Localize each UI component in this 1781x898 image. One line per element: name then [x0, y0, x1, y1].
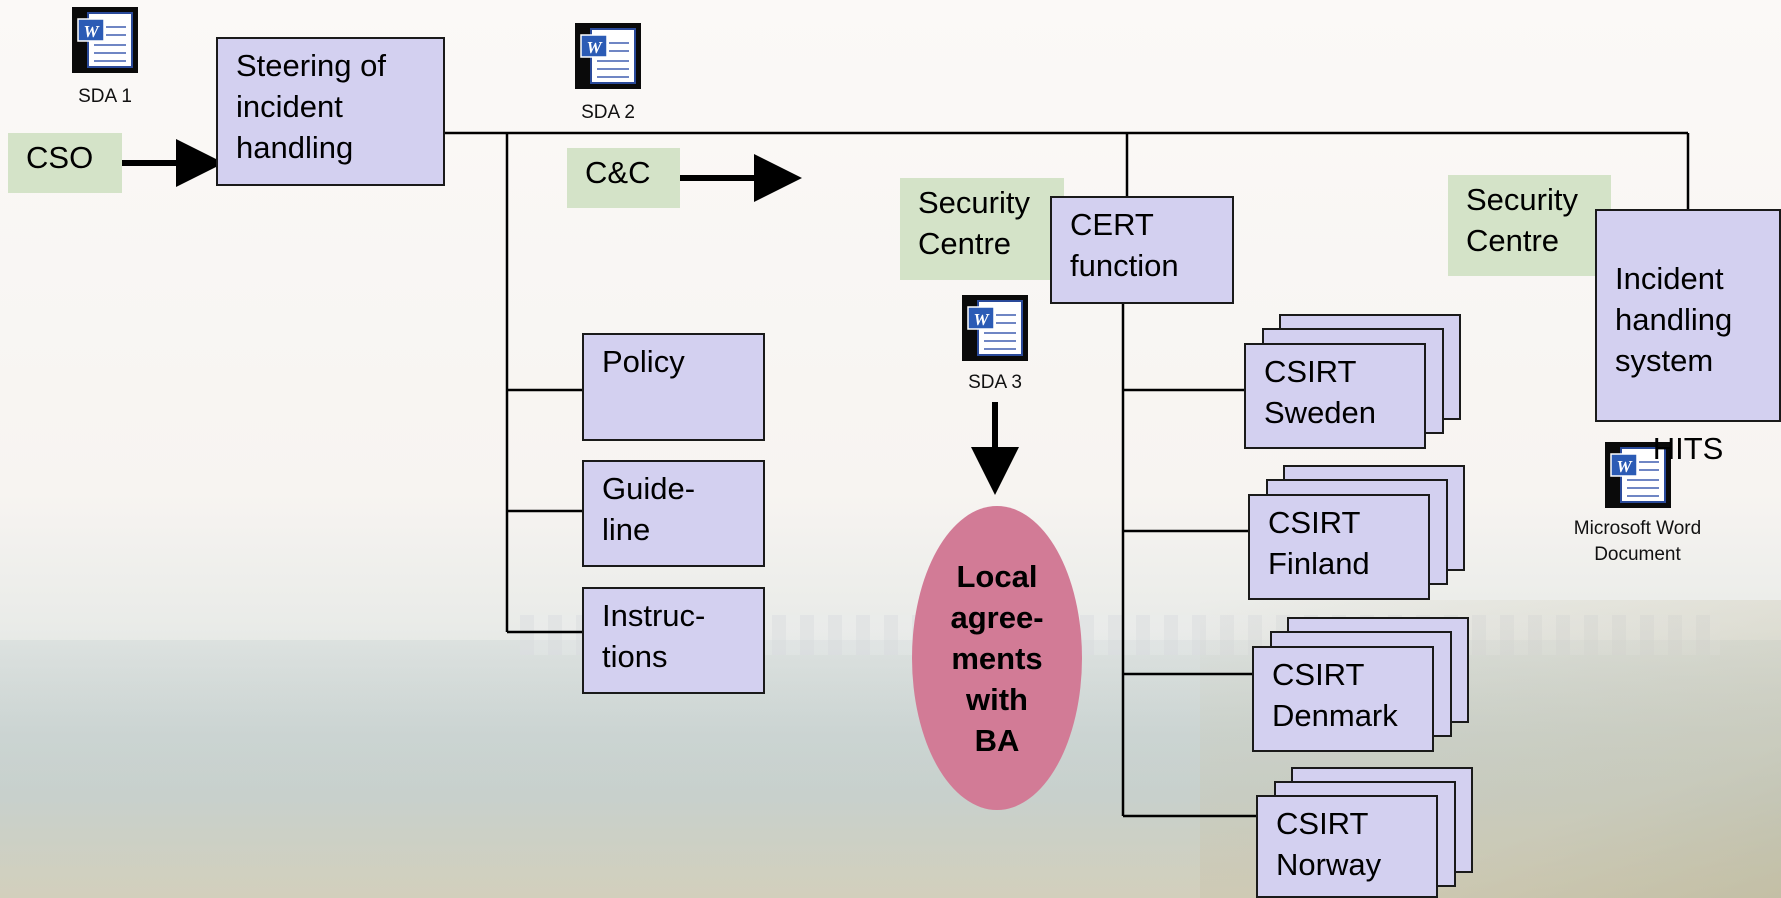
svg-text:W: W [586, 38, 603, 57]
svg-text:W: W [1616, 457, 1633, 476]
word-document-label: Microsoft Word Document [1573, 518, 1702, 565]
cert-function-box: CERT function [1050, 196, 1234, 304]
cc-label: C&C [567, 148, 680, 208]
svg-text:W: W [973, 310, 990, 329]
cso-label: CSO [8, 133, 122, 193]
guideline-box: Guide- line [582, 460, 765, 567]
local-agreements-ellipse: Local agree- ments with BA [912, 506, 1082, 810]
hits-label: Incident handling system [1615, 261, 1733, 378]
security-centre-label-2: Security Centre [1448, 175, 1611, 276]
security-centre-label: Security Centre [900, 178, 1064, 280]
sda1-label: SDA 1 [78, 86, 132, 107]
policy-box: Policy [582, 333, 765, 441]
svg-text:W: W [83, 22, 100, 41]
sda2-word-document-icon[interactable]: W [575, 23, 641, 89]
hits-abbreviation: HITS [1652, 431, 1724, 466]
csirt-finland-box: CSIRT Finland [1248, 494, 1430, 600]
steering-box: Steering of incident handling [216, 37, 445, 186]
sda3-label: SDA 3 [968, 372, 1022, 393]
csirt-norway-box: CSIRT Norway [1256, 795, 1438, 898]
csirt-sweden-box: CSIRT Sweden [1244, 343, 1426, 449]
sda3-word-document-icon[interactable]: W [962, 295, 1028, 361]
instructions-box: Instruc- tions [582, 587, 765, 694]
csirt-denmark-box: CSIRT Denmark [1252, 646, 1434, 752]
sda2-label: SDA 2 [581, 102, 635, 123]
word-document-icon[interactable]: W [1605, 442, 1671, 508]
hits-box: Incident handling system HITS [1595, 209, 1781, 466]
sda1-word-document-icon[interactable]: W [72, 7, 138, 73]
